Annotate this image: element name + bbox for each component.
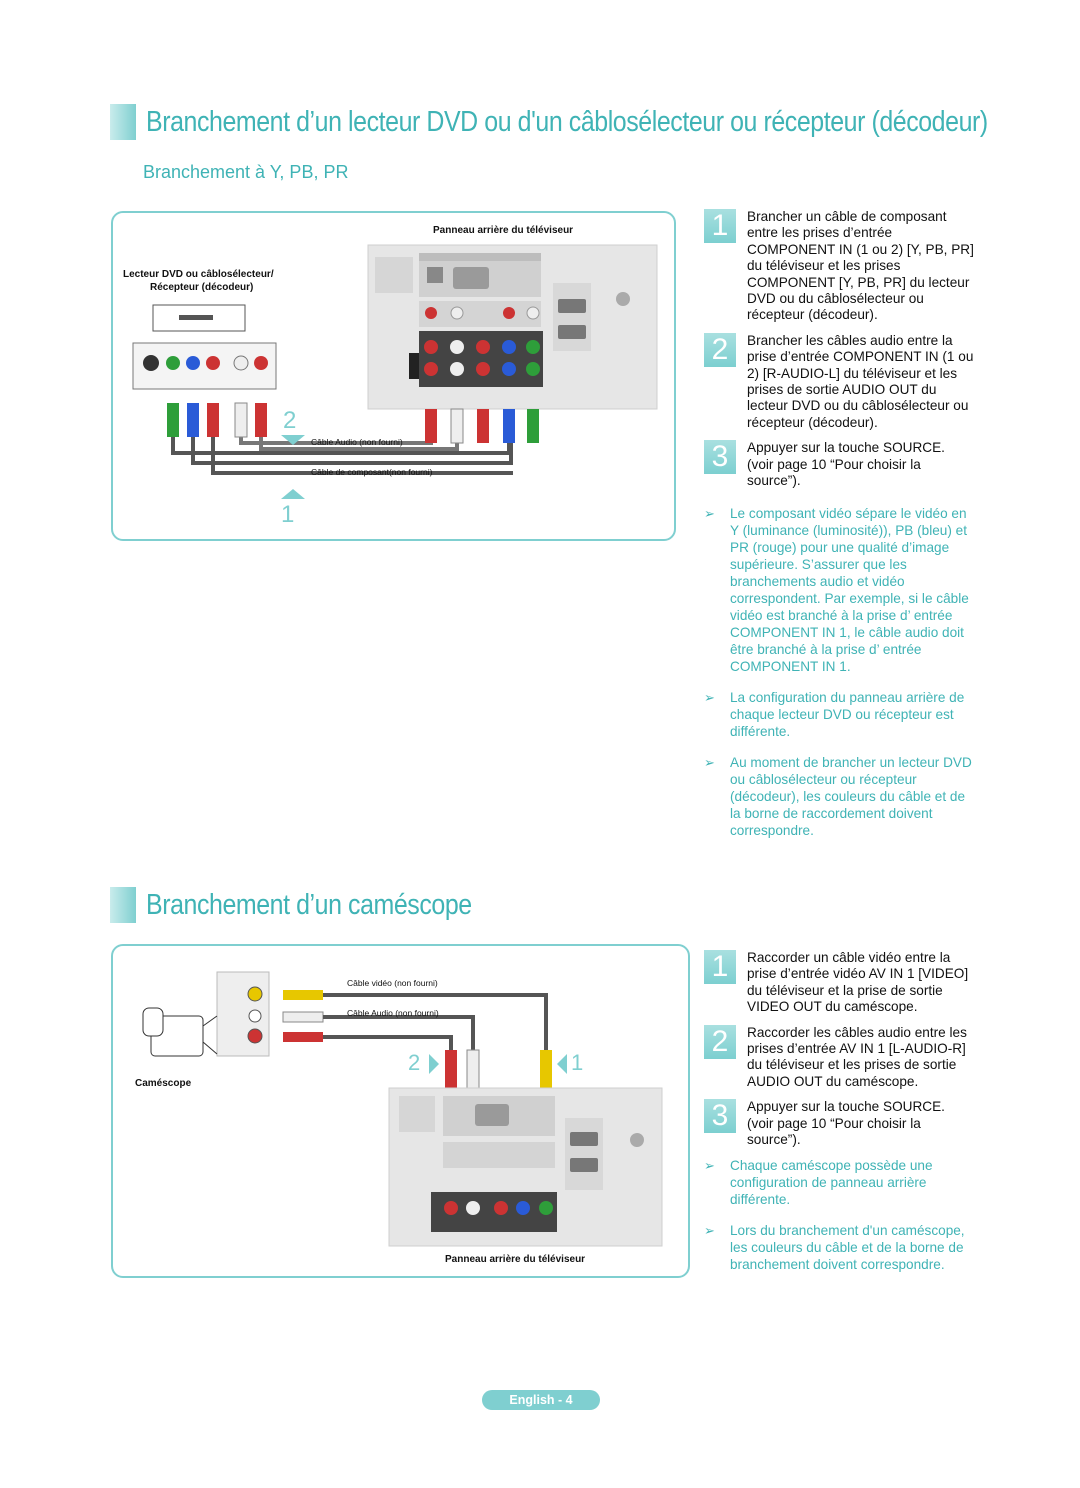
note: ➢ Chaque caméscope possède une configurat… <box>700 1157 975 1208</box>
arrow-icon: ➢ <box>704 1223 715 1239</box>
note: ➢ Le composant vidéo sépare le vidéo en Y… <box>700 505 975 675</box>
step-text: Appuyer sur la touche SOURCE. (voir page… <box>747 1099 945 1148</box>
note-text: Lors du branchement d'un caméscope, les … <box>730 1223 965 1273</box>
step-2: 2 Brancher les câbles audio entre la pris… <box>700 332 975 431</box>
arrow-icon: ➢ <box>704 689 715 705</box>
audio-cable-label: Câble Audio (non fourni) <box>311 437 403 447</box>
section1-title: Branchement d’un lecteur DVD ou d'un câb… <box>146 105 988 138</box>
camcorder-label: Caméscope <box>135 1078 192 1089</box>
note: ➢ Au moment de brancher un lecteur DVD ou… <box>700 754 975 839</box>
camcorder-diagram-svg <box>142 971 663 1247</box>
step-number: 1 <box>704 209 736 243</box>
dvd-connection-diagram: Panneau arrière du téléviseur Lecteur DV… <box>111 211 676 541</box>
note-text: La configuration du panneau arrière de c… <box>730 689 965 739</box>
dvd-diagram-svg <box>132 244 658 499</box>
section1-steps: 1 Brancher un câble de composant entre le… <box>700 209 975 853</box>
step-number: 3 <box>704 1099 736 1134</box>
step-3: 3 Appuyer sur la touche SOURCE. (voir pag… <box>700 440 975 489</box>
heading-bar-icon <box>110 104 136 140</box>
section2-heading: Branchement d’un caméscope <box>110 885 525 925</box>
step-text: Brancher un câble de composant entre les… <box>747 209 974 323</box>
step-1: 1 Brancher un câble de composant entre le… <box>700 209 975 324</box>
marker-1: 1 <box>571 1050 584 1075</box>
arrow-icon: ➢ <box>704 1158 715 1174</box>
step-number: 1 <box>704 950 736 984</box>
tv-panel-label: Panneau arrière du téléviseur <box>433 225 574 236</box>
note: ➢ La configuration du panneau arrière de … <box>700 689 975 740</box>
step-number: 2 <box>704 332 736 367</box>
note-text: Au moment de brancher un lecteur DVD ou … <box>730 754 972 838</box>
tv-panel-label: Panneau arrière du téléviseur <box>445 1254 586 1265</box>
heading-bar-icon <box>110 887 136 923</box>
note-text: Chaque caméscope possède une configurati… <box>730 1158 933 1208</box>
marker-2: 2 <box>283 407 297 434</box>
marker-2: 2 <box>408 1050 421 1075</box>
section2-title: Branchement d’un caméscope <box>146 888 472 921</box>
component-cable-label: Câble de composant(non fourni) <box>311 467 433 477</box>
device-label-line2: Récepteur (décodeur) <box>150 282 254 293</box>
section1-subtitle: Branchement à Y, PB, PR <box>143 162 349 182</box>
note-text: Le composant vidéo sépare le vidéo en Y … <box>730 505 969 674</box>
page-footer: English - 4 <box>482 1390 600 1410</box>
step-number: 3 <box>704 440 736 475</box>
step-text: Brancher les câbles audio entre la prise… <box>747 332 974 430</box>
step-text: Raccorder les câbles audio entre les pri… <box>747 1024 967 1089</box>
device-label-line1: Lecteur DVD ou câblosélecteur/ <box>123 269 274 280</box>
step-text: Appuyer sur la touche SOURCE. (voir page… <box>747 440 945 489</box>
arrow-icon: ➢ <box>704 505 715 521</box>
step-number: 2 <box>704 1024 736 1059</box>
camcorder-connection-diagram: Câble vidéo (non fourni) Câble Audio (no… <box>111 944 690 1278</box>
step-1: 1 Raccorder un câble vidéo entre la prise… <box>700 950 975 1016</box>
video-cable-label: Câble vidéo (non fourni) <box>347 978 438 988</box>
marker-1: 1 <box>281 501 295 528</box>
step-2: 2 Raccorder les câbles audio entre les pr… <box>700 1024 975 1091</box>
note: ➢ Lors du branchement d'un caméscope, les… <box>700 1222 975 1273</box>
section1-heading: Branchement d’un lecteur DVD ou d'un câb… <box>110 102 1080 142</box>
section2-steps: 1 Raccorder un câble vidéo entre la prise… <box>700 950 975 1287</box>
step-text: Raccorder un câble vidéo entre la prise … <box>747 950 969 1015</box>
audio-cable-label: Câble Audio (non fourni) <box>347 1008 439 1018</box>
step-3: 3 Appuyer sur la touche SOURCE. (voir pag… <box>700 1099 975 1148</box>
arrow-icon: ➢ <box>704 754 715 770</box>
